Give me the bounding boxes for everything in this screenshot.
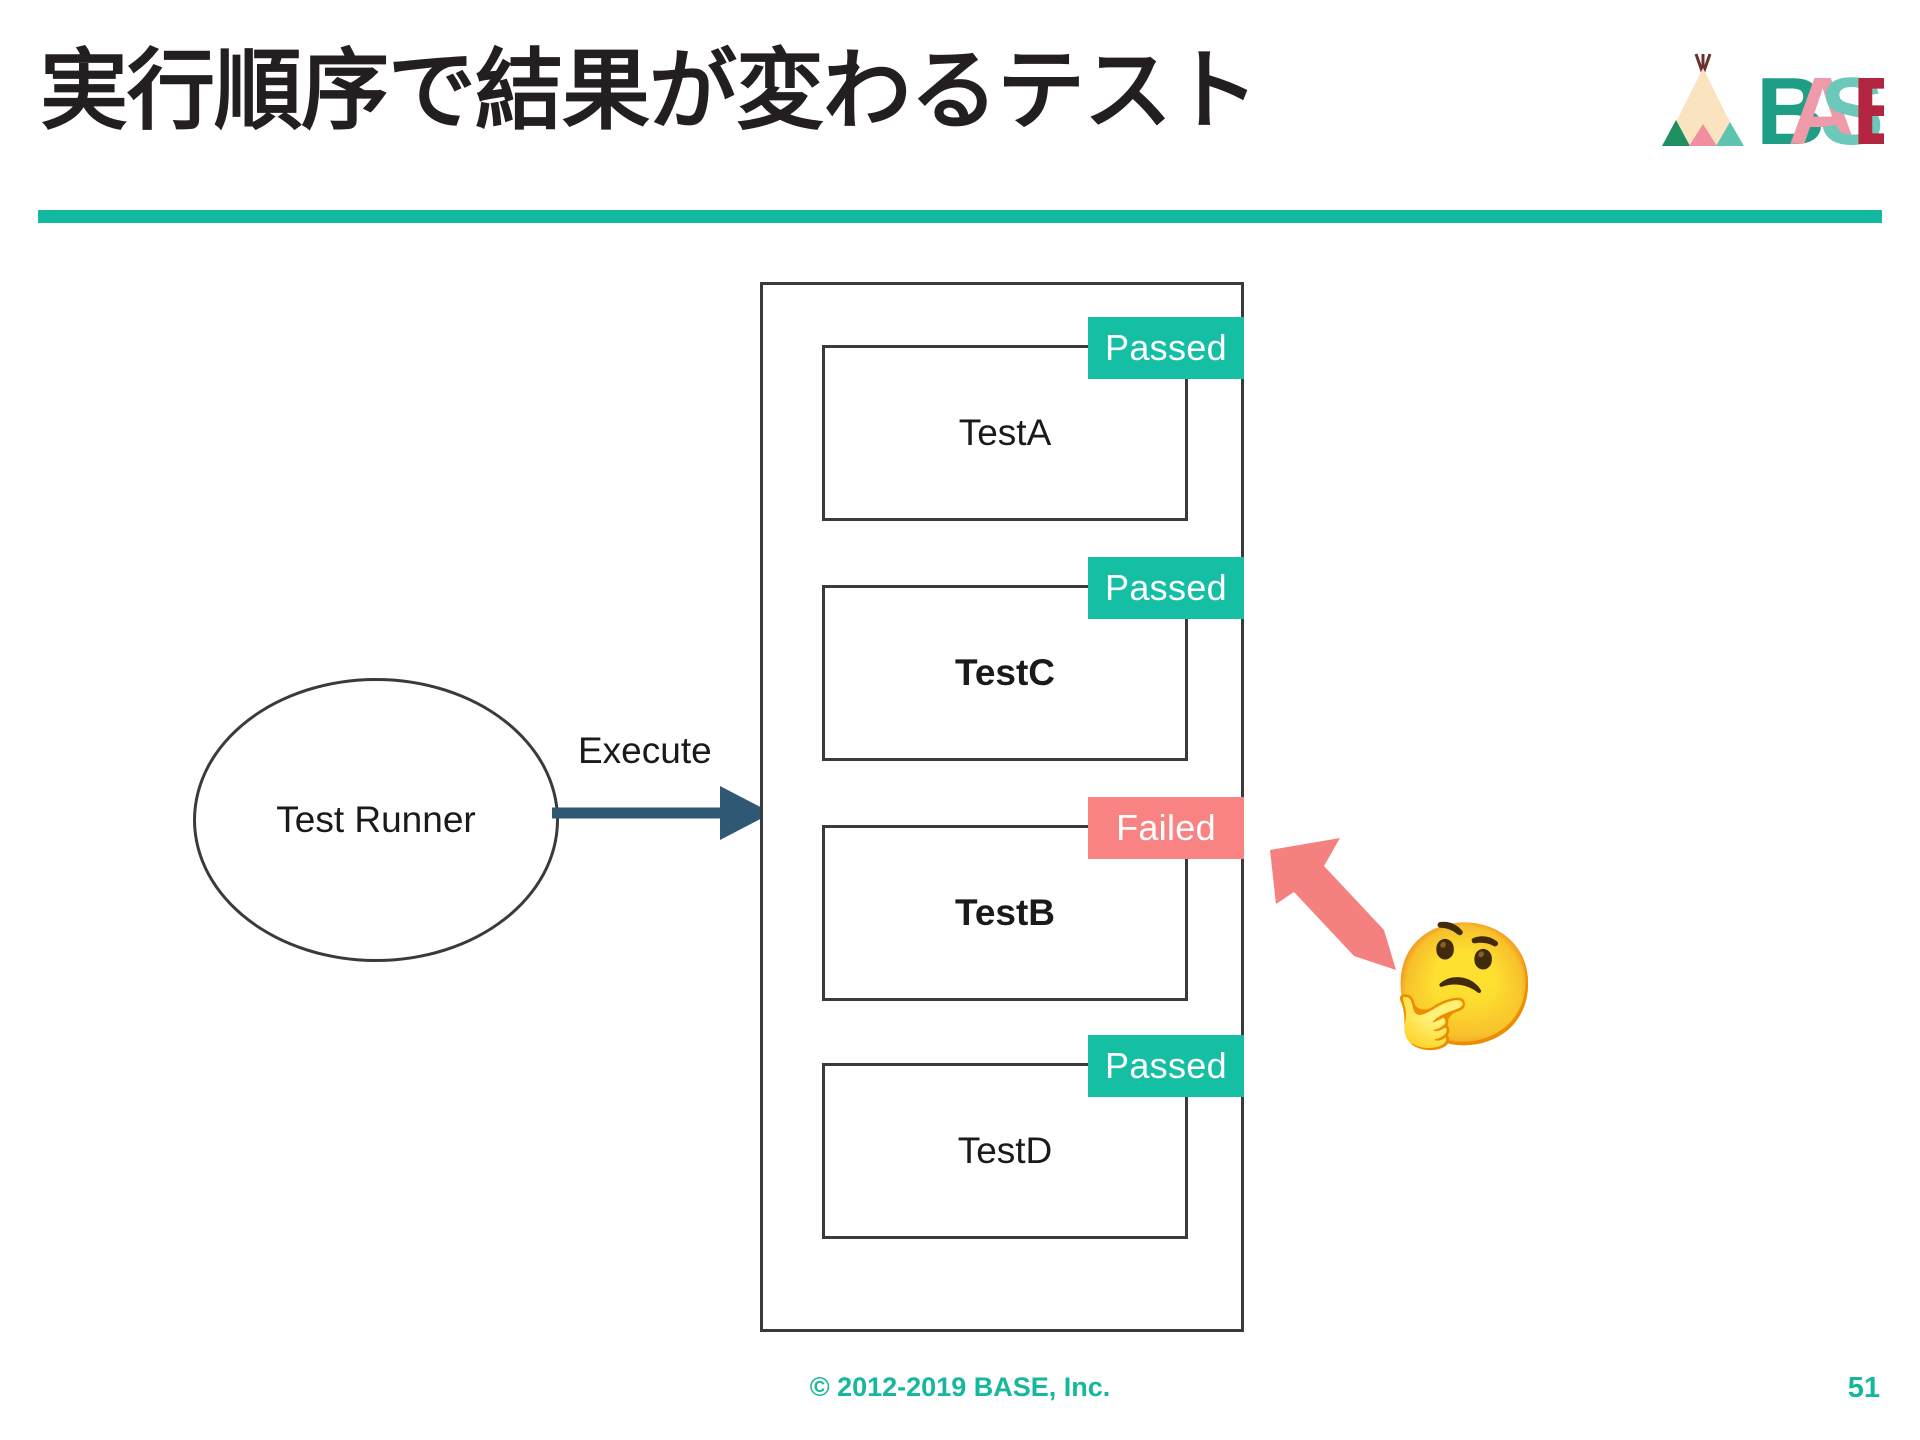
callout-arrow-icon [1270, 838, 1396, 970]
thinking-face-icon: 🤔 [1390, 918, 1540, 1052]
logo-letter-a: A [1788, 58, 1857, 150]
footer-copyright: © 2012-2019 BASE, Inc. [809, 1372, 1111, 1402]
tent-foot-center-icon [1689, 124, 1717, 146]
page-title: 実行順序で結果が変わるテスト [40, 41, 1259, 140]
status-badge-a: Passed [1088, 317, 1244, 379]
status-badge-c: Passed [1088, 557, 1244, 619]
logo-letter-s: S [1820, 58, 1884, 150]
tent-foot-left-icon [1662, 120, 1690, 146]
test-runner-label: Test Runner [276, 799, 476, 840]
test-runner-node [193, 678, 559, 962]
execute-edge-label: Execute [578, 730, 712, 771]
tent-body-icon [1664, 68, 1742, 146]
status-badge-b: Failed [1088, 797, 1244, 859]
status-badge-d: Passed [1088, 1035, 1244, 1097]
logo-letter-b: B [1756, 58, 1825, 150]
page-number: 51 [1847, 1372, 1880, 1404]
tent-foot-right-icon [1716, 122, 1744, 146]
logo-letter-e: E [1852, 58, 1884, 150]
title-divider [38, 210, 1882, 223]
execute-arrow-icon [552, 786, 772, 840]
base-logo: B A S E [1652, 38, 1884, 150]
